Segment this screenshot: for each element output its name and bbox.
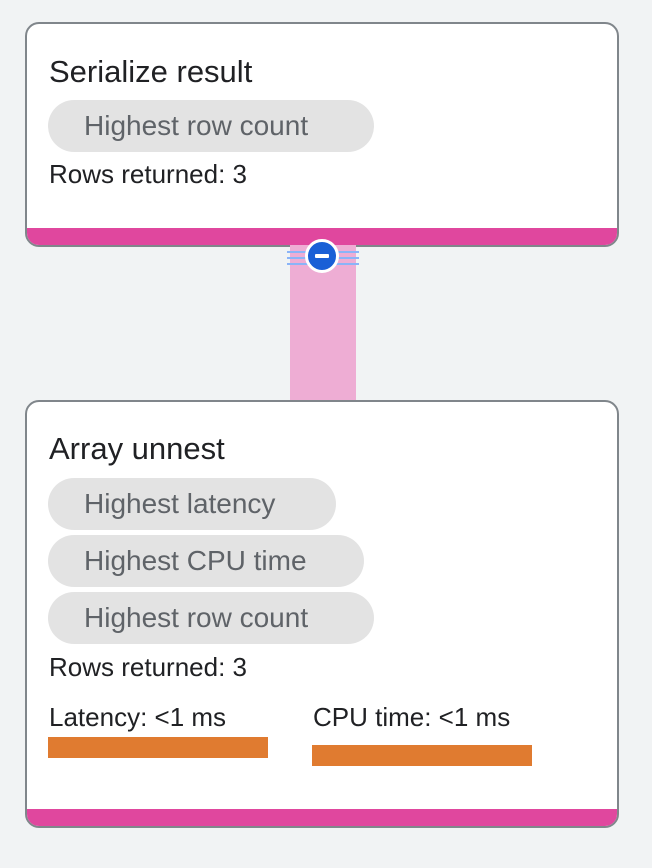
chip-highest-row-count: Highest row count bbox=[48, 592, 374, 644]
latency-bar bbox=[48, 737, 268, 758]
chip-highest-row-count: Highest row count bbox=[48, 100, 374, 152]
minus-icon bbox=[315, 254, 329, 258]
minus-circle-icon[interactable] bbox=[305, 239, 339, 273]
node-title: Array unnest bbox=[49, 431, 225, 466]
rows-returned: Rows returned: 3 bbox=[49, 652, 247, 682]
node-card-array-unnest[interactable]: Array unnest Highest latency Highest CPU… bbox=[25, 400, 619, 828]
latency-label: Latency: <1 ms bbox=[49, 702, 227, 732]
cpu-time-label: CPU time: <1 ms bbox=[313, 702, 511, 732]
node-title: Serialize result bbox=[49, 54, 253, 89]
card-footer-bar bbox=[27, 228, 617, 245]
chip-highest-latency: Highest latency bbox=[48, 478, 336, 530]
rows-returned: Rows returned: 3 bbox=[49, 159, 247, 189]
card-footer-bar bbox=[27, 809, 617, 826]
node-card-serialize-result[interactable]: Serialize result Highest row count Rows … bbox=[25, 22, 619, 247]
cpu-time-bar bbox=[312, 745, 532, 766]
chip-highest-cpu-time: Highest CPU time bbox=[48, 535, 364, 587]
